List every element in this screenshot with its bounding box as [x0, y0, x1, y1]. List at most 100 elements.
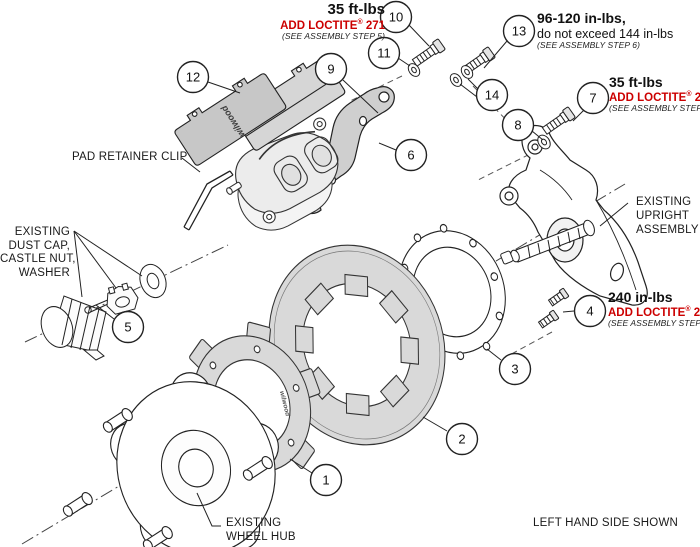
callout-8: 8	[501, 108, 544, 142]
callout-circle	[111, 310, 145, 344]
label-dust-group: EXISTING DUST CAP, CASTLE NUT, WASHER	[0, 226, 76, 279]
castle-nut	[106, 282, 139, 315]
callout-circle	[498, 352, 532, 386]
callout-circle	[314, 52, 348, 86]
torque-value: 96-120 in-lbs,	[537, 10, 626, 26]
torque-value: 240 in-lbs	[608, 289, 673, 305]
torque-note-step6: 96-120 in-lbs, do not exceed 144 in-lbs …	[537, 10, 674, 50]
assembly-step-note: (SEE ASSEMBLY STEP 5)	[281, 30, 385, 41]
callout-number: 11	[377, 46, 391, 61]
callout-11: 11	[367, 36, 411, 70]
callout-circle	[573, 294, 607, 328]
torque-limit: do not exceed 144 in-lbs	[537, 26, 674, 41]
bleed-screw	[226, 181, 242, 195]
callout-6: 6	[378, 138, 428, 172]
callout-leader	[486, 348, 502, 361]
callout-13: 13	[483, 14, 536, 69]
callout-leader	[531, 130, 544, 141]
callout-leader	[562, 310, 575, 313]
callout-leader	[572, 109, 585, 122]
callout-circle	[176, 60, 210, 94]
callout-leader	[95, 304, 115, 320]
callout-number: 2	[458, 432, 465, 447]
callout-12: 12	[176, 60, 241, 94]
bolt-10	[411, 38, 446, 67]
callout-number: 3	[511, 362, 518, 377]
callout-leader	[408, 24, 430, 47]
callout-circle	[576, 81, 610, 115]
washers-14	[449, 65, 474, 87]
leader-upright	[599, 202, 629, 227]
callout-3: 3	[486, 348, 532, 386]
callout-leader	[397, 57, 411, 67]
callout-number: 10	[389, 10, 403, 25]
loctite-note: ADD LOCTITE® 271	[280, 18, 385, 32]
callout-number: 12	[186, 70, 200, 85]
callout-9: 9	[314, 52, 379, 114]
torque-value: 35 ft-lbs	[327, 1, 385, 18]
torque-value: 35 ft-lbs	[609, 74, 663, 90]
assembly-step-note: (SEE ASSEMBLY STEP 2)	[608, 317, 700, 328]
callout-1: 1	[289, 458, 343, 497]
wheel-studs	[62, 408, 273, 547]
brake-pads-drawing: wilwood	[174, 58, 346, 166]
label-leaders	[73, 157, 629, 527]
callout-2: 2	[422, 416, 479, 456]
callout-7: 7	[572, 81, 610, 122]
callout-leader	[422, 416, 448, 432]
bolt-7	[541, 106, 576, 135]
callout-5: 5	[95, 304, 145, 344]
wheel-hub-drawing	[62, 372, 279, 547]
callout-circle	[309, 463, 343, 497]
label-left-hand-side: LEFT HAND SIDE SHOWN	[533, 517, 678, 529]
leader-dust-cap	[73, 230, 83, 298]
loctite-note: ADD LOCTITE® 271	[609, 90, 700, 104]
spindle-drawing	[500, 219, 595, 265]
callout-circle	[501, 108, 535, 142]
callout-leader	[467, 78, 479, 90]
callout-circle	[445, 422, 479, 456]
label-wheel-hub: EXISTING WHEEL HUB	[226, 517, 296, 543]
callout-number: 13	[512, 24, 526, 39]
callout-10: 10	[379, 0, 430, 47]
callout-circle	[367, 36, 401, 70]
spindle-parts-centerline	[24, 244, 229, 343]
brake-pad-inner: wilwood	[174, 73, 287, 166]
callout-number: 14	[485, 88, 499, 103]
assembly-step-note: (SEE ASSEMBLY STEP 6)	[537, 39, 641, 50]
torque-note-step5: 35 ft-lbs ADD LOCTITE® 271 (SEE ASSEMBLY…	[280, 1, 385, 41]
callout-14: 14	[459, 78, 509, 112]
callout-number: 4	[586, 304, 593, 319]
screw-4b	[537, 309, 560, 329]
spindle-washer	[139, 263, 167, 299]
callout-number: 9	[327, 62, 334, 77]
label-pad-retainer-clip: PAD RETAINER CLIP	[72, 151, 188, 163]
pad-retainer-clip-drawing	[183, 170, 234, 231]
adapter-drawing: wilwood	[183, 321, 321, 487]
dust-cap-tab	[82, 349, 105, 361]
callout-number: 8	[514, 118, 521, 133]
callout-number: 6	[407, 148, 414, 163]
callout-number: 5	[124, 320, 131, 335]
callout-number: 7	[589, 91, 596, 106]
assembly-step-note: (SEE ASSEMBLY STEP 4)	[609, 102, 700, 113]
leader-castle-nut	[73, 230, 117, 289]
leader-wheel-hub	[196, 492, 221, 527]
callout-number: 1	[322, 473, 329, 488]
screw-4a	[547, 287, 570, 307]
leader-pad-retainer-clip	[181, 157, 201, 173]
callout-circle	[379, 0, 413, 34]
loctite-note: ADD LOCTITE® 271	[608, 305, 700, 319]
caliper-drawing	[226, 117, 339, 231]
torque-note-step2: 240 in-lbs ADD LOCTITE® 271 (SEE ASSEMBL…	[608, 289, 700, 328]
upright-assembly-drawing	[499, 124, 648, 306]
washer-11	[407, 63, 421, 77]
fasteners-drawing	[407, 38, 576, 329]
dust-cap-group-drawing	[40, 263, 167, 361]
callout-circle	[502, 14, 536, 48]
rotor-drive-teeth	[294, 273, 420, 417]
callout-leader	[342, 79, 379, 114]
